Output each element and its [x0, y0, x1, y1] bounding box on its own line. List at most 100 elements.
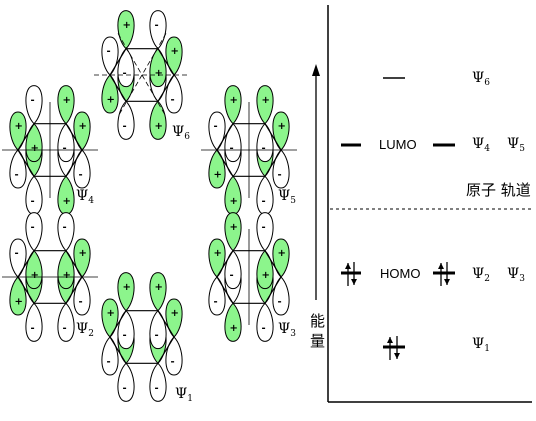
orbital-psi6: +--++--++--+Ψ6	[94, 10, 190, 142]
p-lobe-lower	[224, 122, 242, 163]
p-lobe-upper	[149, 272, 167, 312]
phase-sign: +	[31, 270, 39, 281]
p-lobe-lower	[208, 276, 226, 316]
p-lobe-upper	[25, 85, 43, 125]
phase-sign: -	[155, 20, 159, 31]
homo-label: HOMO	[380, 266, 420, 281]
atomic-orbital-label: 原子 轨道	[466, 181, 531, 199]
p-lobe-lower	[25, 302, 43, 342]
level-label-psi2: Ψ2	[472, 266, 490, 284]
p-lobe-lower	[272, 149, 290, 189]
orbital-label-psi1: Ψ1	[175, 386, 193, 404]
level-label-psi1: Ψ1	[472, 336, 490, 354]
p-lobe-lower	[224, 302, 242, 342]
energy-axis-label-1: 能	[310, 312, 325, 330]
phase-sign: -	[15, 170, 19, 181]
phase-sign: -	[63, 323, 67, 334]
phase-sign: -	[230, 143, 234, 154]
phase-sign: +	[155, 68, 163, 79]
p-lobe-lower	[117, 362, 135, 402]
p-lobe-lower	[73, 276, 91, 316]
phase-sign: -	[31, 196, 35, 207]
phase-sign: +	[278, 121, 286, 132]
p-lobe-upper	[9, 111, 27, 151]
phase-sign: +	[155, 121, 163, 132]
p-lobe-upper	[25, 212, 43, 252]
lumo-label: LUMO	[379, 137, 417, 152]
phase-sign: -	[31, 95, 35, 106]
phase-sign: +	[31, 143, 39, 154]
phase-sign: +	[230, 196, 238, 207]
p-lobe-upper	[101, 36, 119, 76]
level-label-psi4: Ψ4	[472, 136, 490, 154]
orbital-label-psi4: Ψ4	[76, 188, 94, 206]
phase-sign: +	[63, 95, 71, 106]
p-lobe-upper	[272, 238, 290, 278]
p-lobe-lower	[57, 249, 75, 290]
p-lobe-lower	[101, 74, 119, 114]
p-lobe-upper	[208, 238, 226, 278]
phase-sign: +	[15, 121, 23, 132]
p-lobe-lower	[9, 149, 27, 189]
phase-sign: +	[230, 323, 238, 334]
p-lobe-lower	[165, 336, 183, 376]
phase-sign: -	[63, 222, 67, 233]
orbital-psi4: +--++-+--++-Ψ4	[2, 85, 98, 215]
phase-sign: -	[15, 248, 19, 259]
p-lobe-lower	[25, 249, 43, 290]
p-lobe-lower	[117, 309, 135, 350]
p-lobe-upper	[208, 111, 226, 151]
phase-sign: -	[79, 297, 83, 308]
p-lobe-lower	[224, 249, 242, 290]
phase-sign: +	[79, 248, 87, 259]
phase-sign: -	[278, 170, 282, 181]
p-lobe-lower	[57, 122, 75, 163]
phase-sign: -	[262, 143, 266, 154]
phase-sign: +	[214, 170, 222, 181]
phase-sign: -	[262, 323, 266, 334]
phase-sign: -	[123, 121, 127, 132]
phase-sign: -	[171, 357, 175, 368]
phase-sign: +	[107, 95, 115, 106]
orbital-label-psi3: Ψ3	[278, 321, 296, 339]
phase-sign: +	[262, 95, 270, 106]
orbital-psi2: +-+-+--+-+-+Ψ2	[2, 212, 98, 342]
phase-sign: +	[15, 297, 23, 308]
p-lobe-lower	[256, 122, 274, 163]
phase-sign: +	[171, 308, 179, 319]
orbital-psi5: +-+--+-++-+-Ψ5	[201, 85, 297, 215]
phase-sign: +	[79, 121, 87, 132]
phase-sign: -	[262, 222, 266, 233]
phase-sign: -	[230, 270, 234, 281]
benzene-ring	[109, 310, 175, 364]
orbital-psi3: +-+--++-+--+Ψ3	[208, 212, 296, 342]
p-lobe-lower	[256, 249, 274, 290]
phase-sign: -	[123, 383, 127, 394]
p-lobe-lower	[208, 149, 226, 189]
p-lobe-upper	[73, 111, 91, 151]
p-lobe-lower	[101, 336, 119, 376]
phase-sign: -	[155, 383, 159, 394]
orbital-label-psi2: Ψ2	[76, 321, 94, 339]
p-lobe-lower	[9, 276, 27, 316]
phase-sign: -	[31, 222, 35, 233]
phase-sign: -	[155, 330, 159, 341]
p-lobe-upper	[9, 238, 27, 278]
energy-frame	[327, 5, 532, 403]
p-lobe-upper	[101, 298, 119, 338]
p-lobe-upper	[57, 212, 75, 252]
phase-sign: +	[230, 222, 238, 233]
orbital-drawings: +--++--++--+Ψ6+--++-+--++-Ψ4+-+--+-++-+-…	[2, 10, 297, 404]
p-lobe-upper	[73, 238, 91, 278]
p-lobe-upper	[256, 212, 274, 252]
p-lobe-lower	[73, 149, 91, 189]
phase-sign: -	[214, 297, 218, 308]
orbital-label-psi5: Ψ5	[278, 188, 296, 206]
phase-sign: +	[278, 248, 286, 259]
phase-sign: +	[63, 270, 71, 281]
p-lobe-upper	[224, 212, 242, 252]
p-lobe-lower	[256, 302, 274, 342]
p-lobe-lower	[149, 309, 167, 350]
phase-sign: -	[214, 121, 218, 132]
